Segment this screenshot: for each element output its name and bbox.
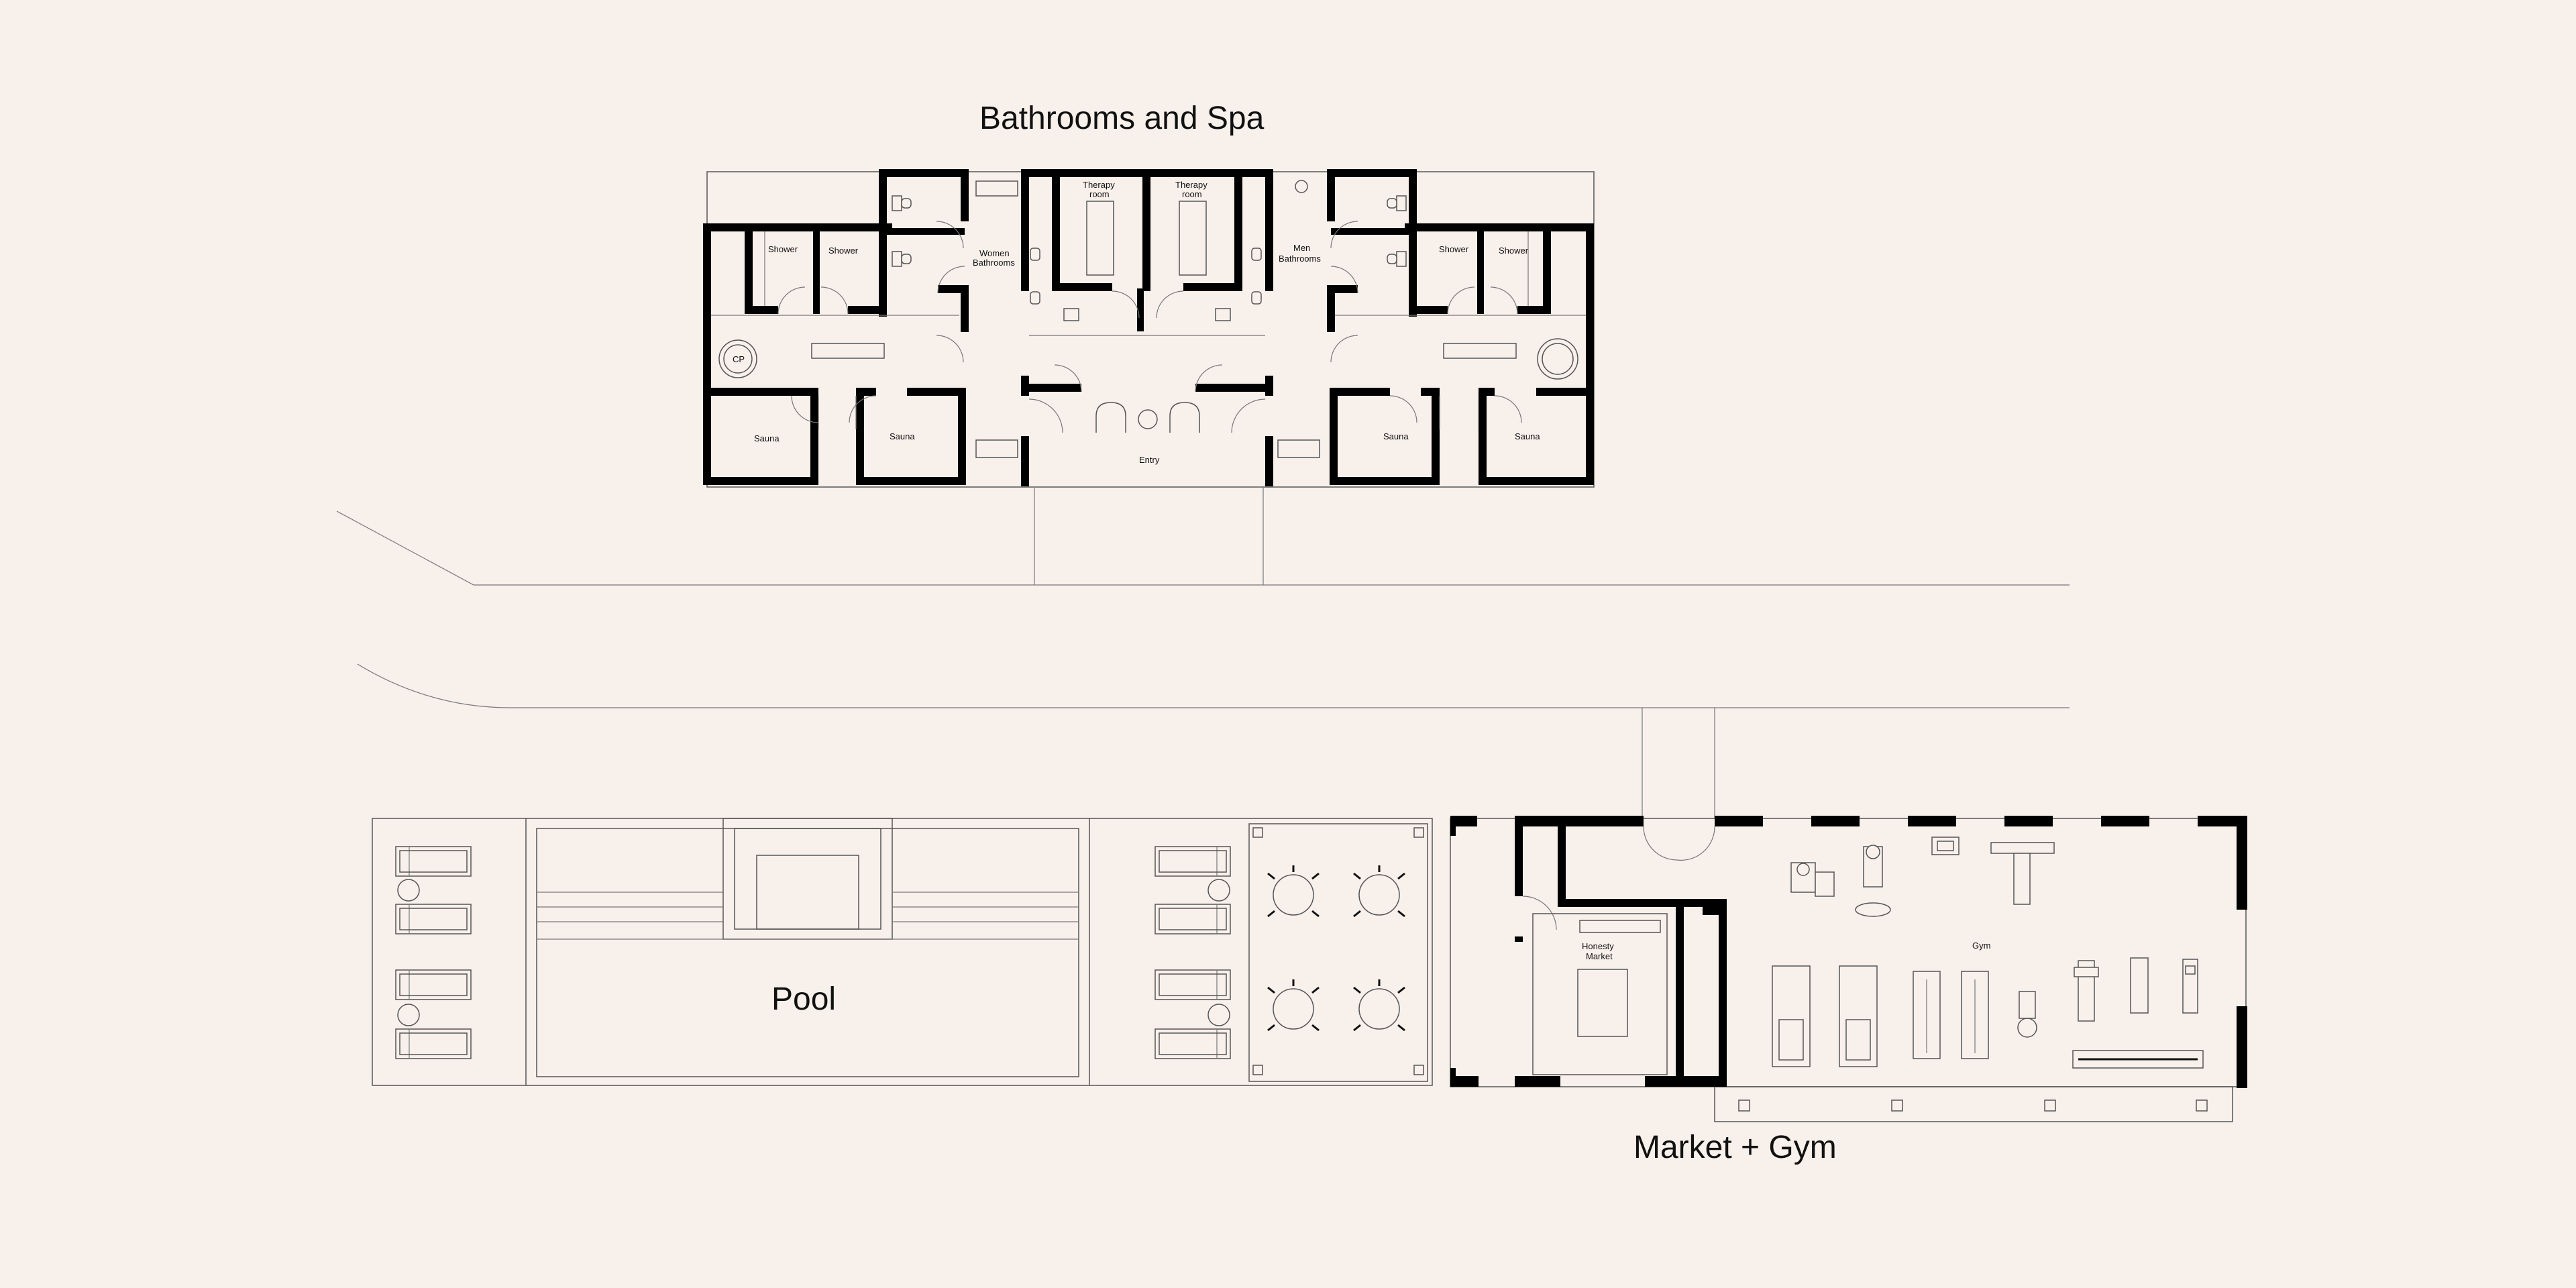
market-gym-title: Market + Gym — [1633, 1130, 1837, 1165]
market-gym-building: Honesty Market Gym — [1450, 816, 2247, 1122]
men-label-b: Bathrooms — [1279, 254, 1321, 264]
sauna-label-3: Sauna — [1383, 431, 1409, 441]
shower-label-2: Shower — [828, 246, 859, 256]
therapy-label-2a: Therapy — [1175, 180, 1208, 190]
sauna-label-4: Sauna — [1515, 431, 1540, 441]
spa-title: Bathrooms and Spa — [979, 101, 1265, 136]
spa-building: Shower Shower Shower Shower Therapy room… — [703, 169, 1595, 488]
gym-label: Gym — [1972, 941, 1990, 951]
sauna-label-2: Sauna — [890, 431, 915, 441]
honesty-label-b: Market — [1586, 951, 1613, 961]
women-label-a: Women — [979, 248, 1010, 258]
therapy-label-2b: room — [1182, 189, 1202, 199]
men-label-a: Men — [1293, 243, 1310, 253]
shower-label-1: Shower — [768, 244, 798, 254]
pool-area — [372, 818, 1433, 1086]
lounger-group-left — [395, 846, 472, 1059]
pool-title: Pool — [771, 981, 836, 1017]
therapy-label-1a: Therapy — [1083, 180, 1115, 190]
entry-label: Entry — [1139, 455, 1160, 465]
pathways — [336, 488, 2070, 818]
women-label-b: Bathrooms — [973, 258, 1015, 268]
shower-label-4: Shower — [1499, 246, 1529, 256]
therapy-label-1b: room — [1089, 189, 1110, 199]
shower-label-3: Shower — [1439, 244, 1469, 254]
cp-label: CP — [733, 354, 745, 364]
dining-tables — [1267, 865, 1405, 1032]
honesty-label-a: Honesty — [1582, 941, 1614, 951]
sauna-label-1: Sauna — [754, 433, 780, 443]
gym-equipment — [1772, 837, 2204, 1069]
lounger-group-right — [1155, 846, 1231, 1059]
